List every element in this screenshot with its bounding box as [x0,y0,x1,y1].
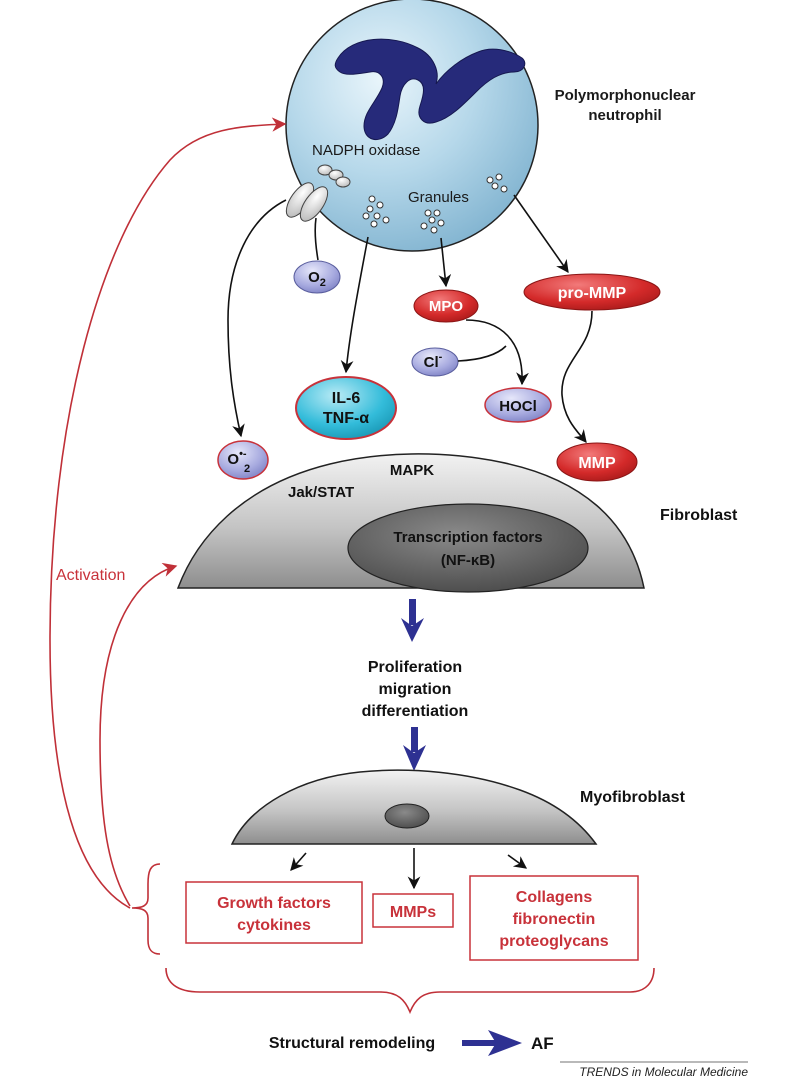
nadph-oxidase-label: NADPH oxidase [312,142,420,159]
myofibroblast-nucleus [384,803,430,829]
o2-molecule: O2 [293,260,341,294]
left-brace [131,863,161,955]
granules-cluster-right [486,173,508,193]
structural-remodeling-label: Structural remodeling [269,1035,435,1052]
pro-mmp-label: pro-MMP [558,285,627,302]
il6-tnf-molecule: IL-6 TNF-α [295,376,397,440]
blue-arrow-process-to-myofibroblast [403,727,426,771]
il6-label: IL-6 [332,390,361,407]
proteoglycans-label: proteoglycans [499,933,608,950]
blue-arrow-to-af [462,1030,522,1056]
cytokines-label: cytokines [237,917,311,934]
svg-text:O•-: O•- [227,448,247,468]
pro-mmp-molecule: pro-MMP [523,273,661,311]
fibroblast-label: Fibroblast [660,507,738,524]
collagens-box: Collagens fibronectin proteoglycans [469,875,639,961]
superoxide-molecule: O•- 2 [217,440,269,480]
process-text: Proliferation migration differentiation [362,659,469,720]
outcome: Structural remodeling AF [269,1030,554,1056]
feedback-arrow-to-neutrophil [49,117,287,909]
chloride-text: Cl [424,354,439,371]
nfkb-label: (NF-κB) [441,552,495,569]
bottom-brace [165,967,655,1015]
neutrophil-label-line1: Polymorphonuclear [555,87,696,104]
chloride-molecule: Cl- [411,347,459,377]
mpo-molecule: MPO [413,289,479,323]
collagens-label: Collagens [516,889,593,906]
superoxide-superscript: •- [239,448,247,460]
superoxide-text: O [227,451,239,468]
black-arrows [227,194,593,443]
o2-subscript: 2 [320,277,326,289]
neutrophil-nucleus [334,38,526,141]
credit-label: TRENDS in Molecular Medicine [579,1065,748,1079]
svg-text:O2: O2 [308,269,326,289]
feedback-arrow-to-fibroblast [99,562,178,907]
arrow-nadph-to-superoxide [227,199,287,438]
hocl-molecule: HOCl [484,387,552,423]
af-label: AF [531,1034,554,1053]
myofibroblast-label: Myofibroblast [580,789,686,806]
chloride-superscript: - [439,351,443,363]
product-arrows [290,848,528,890]
neutrophil-cell-body [285,0,539,252]
myofibroblast: Myofibroblast [230,769,686,845]
fibroblast-nucleus [347,503,589,593]
granules-cluster-center [420,209,445,234]
mapk-label: MAPK [390,462,434,479]
arrow-to-collagens [507,854,528,869]
hocl-label: HOCl [499,398,537,415]
process-proliferation: Proliferation [368,659,462,676]
granules-label: Granules [408,189,469,206]
tnf-label: TNF-α [323,410,369,427]
arrow-neutrophil-to-cytokines [340,236,369,374]
arrow-mpo-chloride-to-hocl [465,319,529,386]
fibronectin-label: fibronectin [513,911,596,928]
arrow-granules-to-mpo [438,237,452,288]
arrow-to-growth-factors [290,852,307,871]
mpo-label: MPO [429,298,464,315]
arrow-chloride-join [457,345,507,362]
jakstat-label: Jak/STAT [288,484,354,501]
mmp-label: MMP [578,455,616,472]
nadph-oxidase-complex [285,164,351,222]
neutrophil-label-line2: neutrophil [588,107,661,124]
growth-factors-label: Growth factors [217,895,331,912]
arrow-o2-to-nadph [314,217,319,261]
granules-cluster-left [362,195,390,228]
mmps-box: MMPs [372,893,454,928]
arrow-neutrophil-to-pro-mmp [513,194,569,274]
activation-label: Activation [56,567,125,584]
arrow-pro-mmp-to-mmp [561,310,593,443]
mmps-label: MMPs [390,904,436,921]
blue-arrow-fibroblast-to-process [401,599,424,642]
o2-text: O [308,269,320,286]
superoxide-subscript: 2 [244,463,250,475]
fibroblast: MAPK Jak/STAT Transcription factors (NF-… [176,453,738,593]
process-migration: migration [379,681,452,698]
growth-factors-box: Growth factors cytokines [185,881,363,944]
transcription-factors-label: Transcription factors [393,529,542,546]
mmp-molecule: MMP [556,442,638,482]
neutrophil: Polymorphonuclear neutrophil NADPH oxida… [285,0,696,252]
process-differentiation: differentiation [362,703,469,720]
svg-text:Cl-: Cl- [424,351,443,371]
activation-feedback: Activation [49,117,287,909]
